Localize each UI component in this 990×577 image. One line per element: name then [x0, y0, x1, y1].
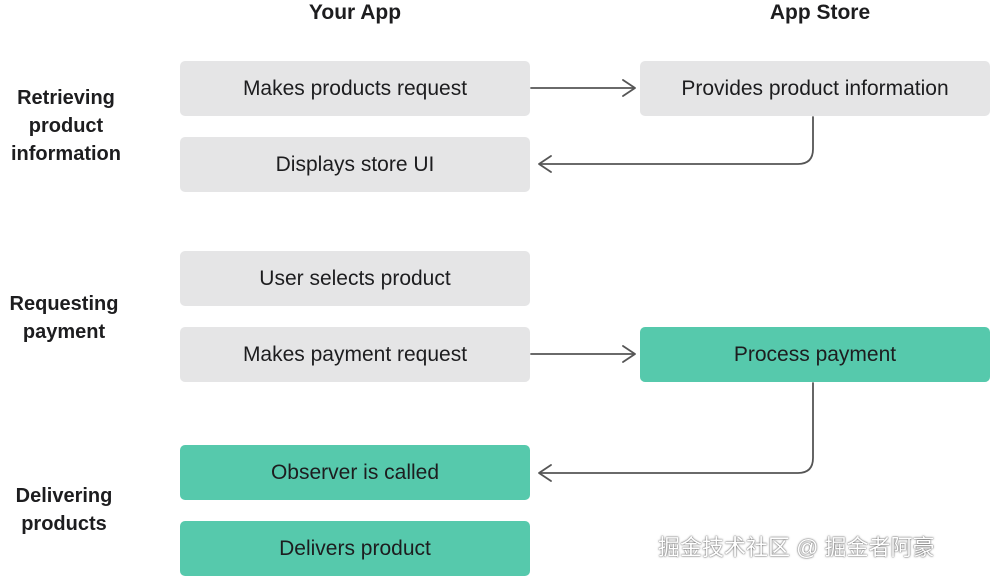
step-makes-products-request: Makes products request — [180, 61, 530, 116]
step-displays-store-ui: Displays store UI — [180, 137, 530, 192]
arrow-payment-request-to-process — [530, 345, 636, 363]
section-label-line: information — [11, 143, 121, 165]
section-label-line: Delivering — [15, 485, 113, 507]
step-delivers-product: Delivers product — [180, 521, 530, 576]
app-store-header: App Store — [769, 1, 871, 24]
arrow-process-payment-to-observer — [538, 382, 814, 482]
step-makes-payment-request: Makes payment request — [180, 327, 530, 382]
section-retrieving-product-information: Retrieving product information — [0, 84, 132, 168]
step-observer-is-called: Observer is called — [180, 445, 530, 500]
section-label-line: products — [21, 513, 107, 535]
watermark-text: 掘金技术社区 @ 掘金者阿豪 — [658, 535, 935, 560]
arrow-product-info-to-store-ui — [538, 116, 814, 173]
section-requesting-payment: Requesting payment — [0, 290, 128, 346]
arrow-products-request-to-store — [530, 79, 636, 97]
section-label-line: Retrieving — [17, 87, 115, 109]
section-label-line: product — [28, 115, 104, 137]
step-provides-product-information: Provides product information — [640, 61, 990, 116]
section-delivering-products: Delivering products — [0, 482, 128, 538]
step-process-payment: Process payment — [640, 327, 990, 382]
your-app-header: Your App — [308, 1, 402, 24]
section-label-line: Requesting — [9, 293, 119, 315]
section-label-line: payment — [22, 321, 106, 343]
step-user-selects-product: User selects product — [180, 251, 530, 306]
